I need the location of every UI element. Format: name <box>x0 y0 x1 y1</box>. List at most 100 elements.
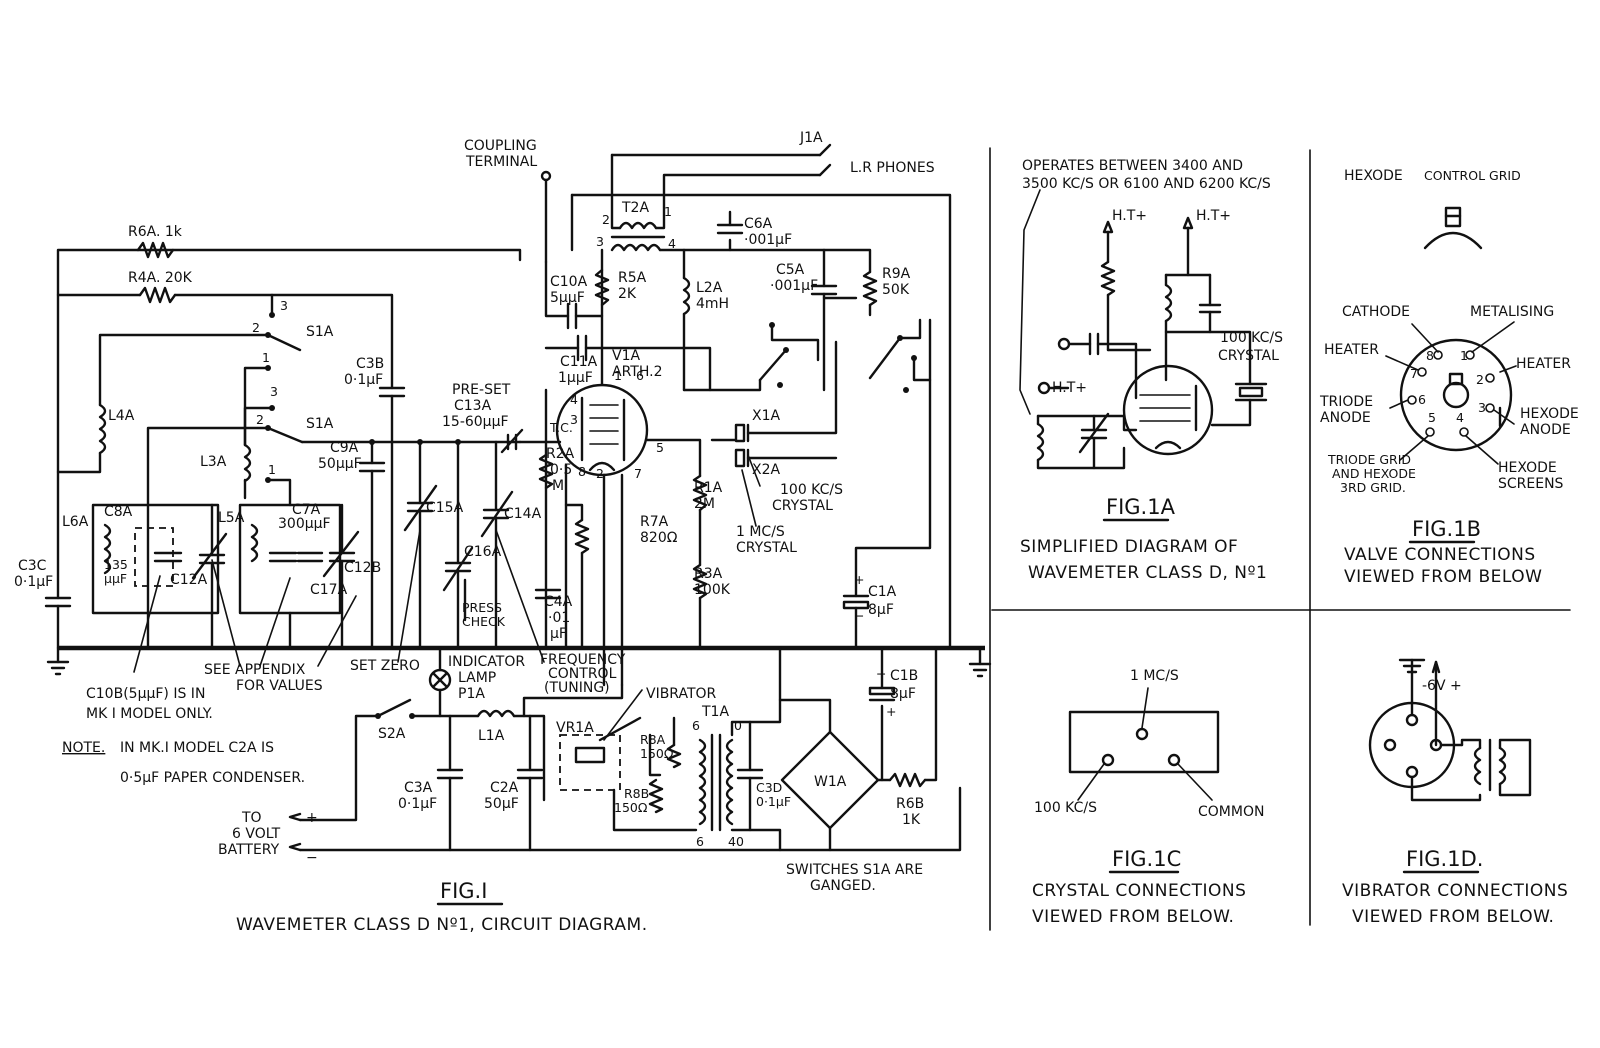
c10b-note-2: MK I MODEL ONLY. <box>86 706 213 722</box>
triode-grid-label: TRIODE GRID <box>1327 452 1411 467</box>
s1a-label-1: S1A <box>306 324 334 340</box>
c4a-unit: μF <box>550 626 567 642</box>
triode-grid-label-3: 3RD GRID. <box>1340 480 1406 495</box>
valve-pin-6: 6 <box>636 368 644 383</box>
vr1a-label: VR1A <box>556 720 594 736</box>
control-grid-cap <box>1423 231 1483 250</box>
fig1c-caption-1: CRYSTAL CONNECTIONS <box>1032 881 1246 901</box>
valve-pin-3: 3 <box>570 412 578 427</box>
heater-label-left: HEATER <box>1324 342 1379 358</box>
crystal-1m-label-2: CRYSTAL <box>736 540 797 556</box>
r7a-resistor <box>574 518 590 555</box>
fig1b-pin-1: 1 <box>1460 348 1468 363</box>
fig1a-ht-1: H.T+ <box>1112 208 1147 224</box>
triode-anode-label: TRIODE <box>1319 394 1373 410</box>
t1a-pin-0: 0 <box>734 718 742 733</box>
r8a-value: 150Ω <box>640 746 674 761</box>
phones-label: L.R PHONES <box>850 160 935 176</box>
fig1-labels: COUPLING TERMINAL J1A L.R PHONES T2A 2 3… <box>14 130 935 935</box>
l6a-label: L6A <box>62 514 89 530</box>
fig1a-caption-2: WAVEMETER CLASS D, Nº1 <box>1028 563 1267 583</box>
t2a-pin-1: 1 <box>664 204 672 219</box>
c1b-label: C1B <box>890 668 918 684</box>
r5a-value: 2K <box>618 286 637 302</box>
battery-minus: − <box>306 850 318 866</box>
s1a2-pin-3: 3 <box>270 384 278 399</box>
crystal-holder <box>1068 710 1220 774</box>
c1b-value: 8μF <box>890 686 916 702</box>
note-text-1: IN MK.I MODEL C2A IS <box>120 740 274 756</box>
valve-pin-7: 7 <box>634 466 642 481</box>
c8a-value: 135 <box>104 557 128 572</box>
r8b-resistor <box>648 778 664 814</box>
r1a-label: R1A <box>694 480 723 496</box>
c12a-label: C12A <box>170 572 208 588</box>
valve-pin-8: 8 <box>578 464 586 479</box>
c3b-value: 0·1μF <box>344 372 383 388</box>
t1a-primary <box>698 738 707 826</box>
tc-label: T.C. <box>549 420 573 435</box>
fig1d-caption-1: VIBRATOR CONNECTIONS <box>1342 881 1568 901</box>
c12b-label: C12B <box>344 560 381 576</box>
battery-6v: 6 VOLT <box>232 826 281 842</box>
x1a-label: X1A <box>752 408 780 424</box>
battery-label: BATTERY <box>218 842 280 858</box>
p1a-label: P1A <box>458 686 485 702</box>
c3d-value: 0·1μF <box>756 794 791 809</box>
crystal-100k-label: 100 KC/S <box>780 482 843 498</box>
ground-symbol-left <box>46 646 70 676</box>
see-appendix-label: SEE APPENDIX <box>204 662 306 678</box>
l3a-coil <box>243 443 252 483</box>
r6a-resistor <box>136 241 175 259</box>
s1a-pin-1: 1 <box>262 350 270 365</box>
r9a-value: 50K <box>882 282 910 298</box>
c15a-label: C15A <box>426 500 464 516</box>
r4a-resistor <box>138 286 177 304</box>
fig1b-pin-4: 4 <box>1456 410 1464 425</box>
l2a-label: L2A <box>696 280 723 296</box>
r2a-resistor <box>538 453 554 490</box>
hexode-screens-label-2: SCREENS <box>1498 476 1564 492</box>
fig1d-volts-label: -6V + <box>1422 678 1462 694</box>
frequency-label: FREQUENCY <box>540 652 626 668</box>
r9a-resistor <box>862 270 878 307</box>
c10a-value: 5μμF <box>550 290 585 306</box>
c3c-label: C3C <box>18 558 47 574</box>
c11a-label: C11A <box>560 354 598 370</box>
check-label: CHECK <box>462 614 506 629</box>
v1a-type: ARTH.2 <box>612 364 662 380</box>
fig1a-note-1: OPERATES BETWEEN 3400 AND <box>1022 158 1243 174</box>
r2a-value: 0·5 <box>550 462 572 478</box>
fig1b-caption-1: VALVE CONNECTIONS <box>1344 545 1536 565</box>
l5a-coil <box>250 523 259 563</box>
c3b-label: C3B <box>356 356 384 372</box>
fig1d-title: FIG.1D. <box>1406 847 1483 871</box>
fig1a-title: FIG.1A <box>1106 495 1176 519</box>
r1a-resistor <box>692 474 708 512</box>
c11a-value: 1μμF <box>558 370 593 386</box>
valve-pin-4: 4 <box>570 392 578 407</box>
s1a2-pin-1: 1 <box>268 462 276 477</box>
c13a-label: C13A <box>454 398 492 414</box>
ganged-label-2: GANGED. <box>810 878 876 894</box>
heater-label-right: HEATER <box>1516 356 1571 372</box>
r7a-value: 820Ω <box>640 530 678 546</box>
r6a-label: R6A. 1k <box>128 224 183 240</box>
valve-pin-1: 1 <box>614 368 622 383</box>
fig1c-mcs-label: 1 MC/S <box>1130 668 1179 684</box>
c1a-plus: + <box>854 572 864 587</box>
t2a-label: T2A <box>621 200 649 216</box>
coupling-terminal-label-2: TERMINAL <box>465 154 537 170</box>
triode-anode-label-2: ANODE <box>1320 410 1371 426</box>
fig1b-title: FIG.1B <box>1412 517 1481 541</box>
c14a-label: C14A <box>504 506 542 522</box>
c2a-label: C2A <box>490 780 519 796</box>
lamp-label: LAMP <box>458 670 496 686</box>
c5a-value: ·001μF <box>770 278 818 294</box>
hexode-anode-label: HEXODE <box>1520 406 1579 422</box>
hexode-label: HEXODE <box>1344 168 1403 184</box>
fig1b-pin-5: 5 <box>1428 410 1436 425</box>
fig1c-diagram: 1 MC/S 100 KC/S COMMON FIG.1C CRYSTAL CO… <box>1032 668 1264 927</box>
w1a-label: W1A <box>814 774 847 790</box>
